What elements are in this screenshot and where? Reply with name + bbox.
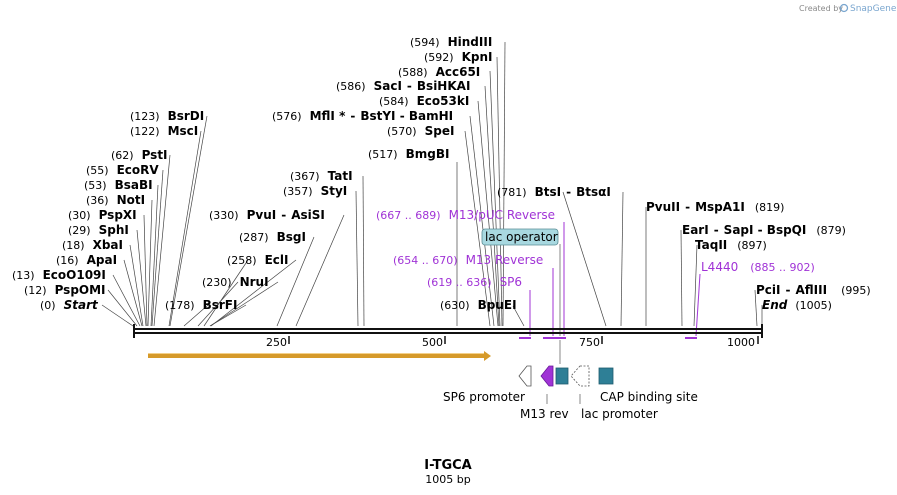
enzyme-ecorv: (55)EcoRV	[86, 163, 159, 177]
sp6-promoter-icon	[518, 365, 532, 387]
enzyme-saci: (586)SacI-BsiHKAI	[336, 79, 470, 93]
enzyme-bsabi: (53)BsaBI	[84, 178, 153, 192]
enzyme-bsgi: (287)BsgI	[239, 230, 306, 244]
ruler: 250 500 750 1000	[266, 336, 759, 349]
enzyme-ecoo109i: (13)EcoO109I	[12, 268, 106, 282]
enzyme-pcii: PciI-AflIII(995)	[756, 283, 871, 297]
lac-promoter-label: lac promoter	[581, 407, 658, 421]
credit-label: Created by SnapGene	[799, 3, 897, 14]
ruler-tick-500: 500	[422, 336, 443, 349]
enzyme-end: End(1005)	[762, 298, 832, 312]
mcs-leader-lines	[464, 41, 763, 327]
primer-m13rev: (654 .. 670)M13 Reverse	[393, 253, 543, 267]
enzyme-tati: (367)TatI	[290, 169, 353, 183]
lac-operator-label: lac operator	[485, 230, 558, 244]
primer-group: (667 .. 689)M13/pUC Reverse (654 .. 670)…	[376, 208, 815, 337]
lac-operator-icon	[555, 367, 569, 385]
primer-l4440: L4440(885 .. 902)	[701, 260, 815, 274]
enzyme-msci: (122)MscI	[130, 124, 198, 138]
map-title-block: I-TGCA 1005 bp	[424, 458, 471, 486]
enzyme-bpuei: (630)BpuEI	[440, 298, 517, 312]
enzyme-acc65i: (588)Acc65I	[398, 65, 480, 79]
enzyme-sphi: (29)SphI	[68, 223, 129, 237]
enzyme-noti: (36)NotI	[86, 193, 145, 207]
feature-glyphs	[518, 365, 614, 387]
map-length: 1005 bp	[425, 473, 470, 486]
enzyme-leader-lines	[101, 115, 458, 327]
ruler-tick-250: 250	[266, 336, 287, 349]
cap-binding-site-label: CAP binding site	[600, 390, 698, 404]
enzyme-btsi: (781)BtsI-BtsαI	[497, 185, 611, 199]
enzyme-pspomi: (12)PspOMI	[24, 283, 106, 297]
enzyme-bsrfi: (178)BsrFI	[165, 298, 237, 312]
enzyme-kpni: (592)KpnI	[424, 50, 493, 64]
sp6-promoter-label: SP6 promoter	[443, 390, 525, 404]
enzyme-bsrdi: (123)BsrDI	[130, 109, 204, 123]
map-title: I-TGCA	[424, 458, 471, 473]
enzyme-psti: (62)PstI	[111, 148, 168, 162]
enzyme-start: (0)Start	[40, 298, 99, 312]
ruler-tick-750: 750	[579, 336, 600, 349]
credit-prefix: Created by	[799, 4, 843, 13]
enzyme-styi: (357)StyI	[283, 184, 347, 198]
enzyme-taqii: TaqII(897)	[695, 238, 767, 252]
primer-sp6: (619 .. 636)SP6	[427, 275, 522, 289]
orf-arrow	[148, 351, 491, 361]
feature-labels: SP6 promoter M13 rev lac promoter CAP bi…	[443, 340, 698, 421]
enzyme-hindiii: (594)HindIII	[410, 35, 492, 49]
lac-operator-feature: lac operator	[481, 228, 561, 336]
enzyme-labels: (0)Start (12)PspOMI (13)EcoO109I (16)Apa…	[12, 35, 871, 312]
enzyme-pspxi: (30)PspXI	[68, 208, 137, 222]
enzyme-apai: (16)ApaI	[56, 253, 117, 267]
enzyme-spei: (570)SpeI	[387, 124, 454, 138]
lac-promoter-icon	[570, 365, 590, 387]
credit-brand: SnapGene	[850, 4, 897, 14]
sequence-backbone	[133, 324, 763, 338]
ruler-tick-1000: 1000	[727, 336, 755, 349]
enzyme-nrui: (230)NruI	[202, 275, 269, 289]
enzyme-xbai: (18)XbaI	[62, 238, 123, 252]
m13-rev-label: M13 rev	[520, 407, 569, 421]
enzyme-eari: EarI-SapI - BspQI(879)	[682, 223, 846, 237]
enzyme-pvui: (330)PvuI-AsiSI	[209, 208, 325, 222]
primer-m13puc: (667 .. 689)M13/pUC Reverse	[376, 208, 555, 222]
primer-l4440-line	[695, 273, 701, 337]
enzyme-ecli: (258)EclI	[227, 253, 288, 267]
enzyme-eco53ki: (584)Eco53kI	[379, 94, 469, 108]
enzyme-bmgbi: (517)BmgBI	[368, 147, 449, 161]
m13-rev-icon	[540, 365, 554, 387]
cap-binding-site-icon	[598, 367, 614, 385]
enzyme-mfli: (576)MflI *-BstYI - BamHI	[272, 109, 453, 123]
snapgene-logo-icon	[839, 3, 849, 13]
enzyme-pvuii: PvuII-MspA1I(819)	[646, 200, 784, 214]
